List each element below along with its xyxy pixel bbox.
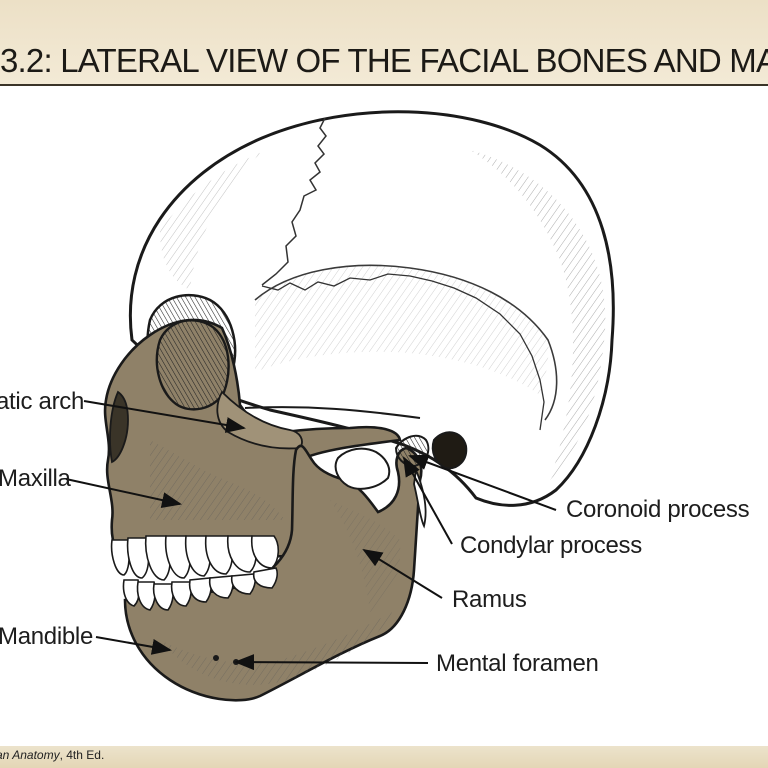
source-credit: an Anatomy, 4th Ed. [0,748,104,762]
credit-book-title: an Anatomy [0,748,60,762]
squamous-suture [261,273,545,431]
label-condylar-process: Condylar process [460,532,642,559]
arrow-ramus [362,548,443,599]
arrow-coronoid [408,454,557,511]
label-mandible: Mandible [0,623,93,650]
upper-teeth [110,535,280,581]
footer-band [0,746,768,768]
leader-arrows [65,400,557,671]
arrow-mandible [95,636,172,655]
arrow-mental-foramen [234,654,429,671]
figure-title: 3.2: LATERAL VIEW OF THE FACIAL BONES AN… [0,42,768,79]
mental-foramen-dot [213,655,219,661]
arrow-condylar [403,456,453,545]
label-coronoid-process: Coronoid process [566,496,750,523]
arrow-zygomatic-arch [83,400,246,433]
lower-teeth [122,567,278,611]
label-ramus: Ramus [452,586,527,613]
arrow-maxilla [65,478,182,508]
label-maxilla: Maxilla [0,465,71,492]
credit-edition: , 4th Ed. [59,748,105,762]
illustration-canvas [0,86,768,746]
skull-illustration [65,110,615,702]
label-mental-foramen: Mental foramen [436,650,599,677]
label-zygomatic-arch: atic arch [0,388,85,415]
title-band [0,0,768,86]
coronal-suture [261,117,327,286]
